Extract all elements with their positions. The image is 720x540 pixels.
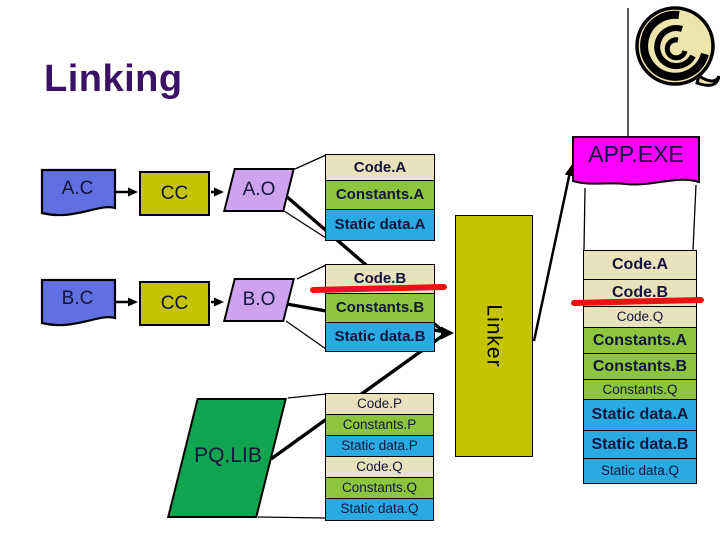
- source-file-a-shape: [40, 168, 117, 217]
- funnel-exe-right: [692, 184, 697, 251]
- executable-label: APP.EXE: [588, 141, 684, 167]
- funnel-ao-bottom: [283, 210, 327, 239]
- funnel-pq-top: [287, 393, 327, 399]
- slide-title: Linking: [44, 58, 183, 100]
- section-row-code-q: Code.Q: [326, 457, 433, 478]
- executable-shape: [572, 136, 700, 186]
- section-row-static-data-q: Static data.Q: [326, 499, 433, 520]
- arrowhead-cc-ao: [214, 187, 224, 197]
- section-row-static-data-p: Static data.P: [326, 436, 433, 457]
- funnel-pq-bottom: [257, 516, 327, 519]
- section-row-static-data-b: Static data.B: [584, 431, 696, 459]
- funnel-bo-top: [296, 264, 327, 280]
- section-row-code-a: Code.A: [326, 155, 434, 181]
- section-row-constants-p: Constants.P: [326, 415, 433, 436]
- section-row-constants-a: Constants.A: [584, 328, 696, 354]
- arrowhead-ac-cc: [128, 187, 138, 197]
- section-row-code-b: Code.B: [326, 265, 434, 294]
- section-row-static-data-a: Static data.A: [584, 400, 696, 431]
- arrowhead-cc-bo: [214, 297, 224, 307]
- section-row-constants-b: Constants.B: [584, 354, 696, 380]
- arrowhead-into-linker: [441, 326, 454, 340]
- snail-shell-icon: [635, 6, 720, 87]
- section-row-constants-q: Constants.Q: [326, 478, 433, 499]
- line-linker-exe: [532, 171, 572, 342]
- library-label: PQ.LIB: [194, 444, 262, 467]
- section-row-code-q: Code.Q: [584, 307, 696, 328]
- linker-box: Linker: [455, 215, 533, 457]
- funnel-ao-top: [294, 154, 327, 170]
- source-file-a-label: A.C: [61, 178, 94, 199]
- section-row-code-b: Code.B: [584, 280, 696, 307]
- object-file-a-label: A.O: [242, 179, 276, 200]
- funnel-exe-left: [583, 187, 586, 251]
- section-row-code-p: Code.P: [326, 394, 433, 415]
- section-row-static-data-b: Static data.B: [326, 323, 434, 351]
- section-row-static-data-a: Static data.A: [326, 210, 434, 240]
- section-row-constants-a: Constants.A: [326, 181, 434, 210]
- source-file-b-shape: [40, 278, 117, 327]
- section-row-code-a: Code.A: [584, 251, 696, 280]
- compiler-b-box: CC: [139, 281, 210, 326]
- arrowhead-bc-cc: [128, 297, 138, 307]
- source-file-b-label: B.C: [61, 288, 94, 309]
- section-row-constants-b: Constants.B: [326, 294, 434, 323]
- funnel-bo-bottom: [285, 320, 327, 350]
- compiler-a-box: CC: [139, 171, 210, 216]
- object-file-b-label: B.O: [242, 289, 276, 310]
- section-row-static-data-q: Static data.Q: [584, 459, 696, 483]
- linker-label: Linker: [482, 304, 506, 368]
- section-row-constants-q: Constants.Q: [584, 380, 696, 400]
